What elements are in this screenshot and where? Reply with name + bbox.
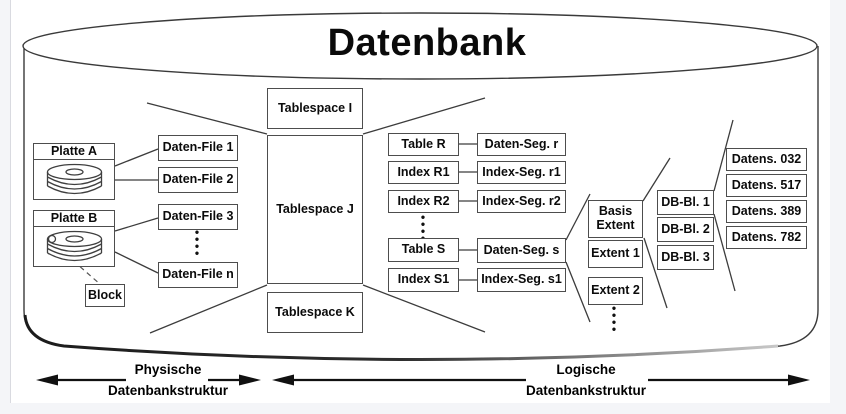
connector-line <box>114 148 159 167</box>
connector-lines <box>114 97 736 334</box>
arrow-head-left <box>272 374 294 386</box>
arrow-head-right <box>788 374 810 386</box>
extent-box: Extent 1 <box>588 240 643 268</box>
fan-line <box>362 284 486 333</box>
table-object-box: Index S1 <box>388 268 459 292</box>
daten-file-box: Daten-File 1 <box>158 135 238 161</box>
logical-structure-label-line1: Logische <box>556 362 616 377</box>
tablespace-k-box: Tablespace K <box>267 292 363 333</box>
extent-box: Extent 2 <box>588 277 643 305</box>
table-object-box: Index R2 <box>388 190 459 213</box>
db-block-box: DB-Bl. 2 <box>657 217 714 242</box>
logical-structure-label-line2: Datenbankstruktur <box>525 383 647 398</box>
basis-extent-box: Basis Extent <box>588 200 643 238</box>
fan-line <box>362 97 486 135</box>
daten-file-box: Daten-File 2 <box>158 167 238 193</box>
segment-box: Daten-Seg. s <box>477 238 566 263</box>
segment-box: Index-Seg. r2 <box>477 190 566 213</box>
physical-range-arrow <box>36 374 261 386</box>
physical-structure-label-line1: Physische <box>134 362 202 377</box>
record-box: Datens. 782 <box>726 226 807 249</box>
connector-line <box>114 217 159 232</box>
fan-line <box>713 119 734 192</box>
fan-line <box>642 157 671 202</box>
physical-structure-label-line2: Datenbankstruktur <box>107 383 229 398</box>
record-box: Datens. 389 <box>726 200 807 223</box>
fan-line <box>713 213 736 292</box>
segment-box: Index-Seg. s1 <box>477 268 566 292</box>
segment-box: Index-Seg. r1 <box>477 161 566 184</box>
table-object-box: Index R1 <box>388 161 459 184</box>
ellipsis-extents: • • • • <box>611 301 617 336</box>
database-cylinder-shape <box>22 12 819 361</box>
fan-line <box>643 237 668 309</box>
arrow-head-right <box>239 374 261 386</box>
disk-icon <box>46 230 102 262</box>
diagram-title: Datenbank <box>327 22 527 64</box>
disk-platte-b-box: Platte B <box>33 210 115 267</box>
tablespace-j-box: Tablespace J <box>267 135 363 284</box>
arrow-head-left <box>36 374 58 386</box>
daten-file-box: Daten-File 3 <box>158 204 238 230</box>
segment-box: Daten-Seg. r <box>477 133 566 156</box>
connector-line <box>114 251 159 274</box>
fan-line <box>565 193 591 241</box>
fan-line <box>146 102 268 135</box>
db-block-box: DB-Bl. 1 <box>657 190 714 215</box>
fan-line <box>149 284 268 334</box>
table-object-box: Table S <box>388 238 459 262</box>
table-object-box: Table R <box>388 133 459 156</box>
ellipsis-files: • • • • <box>194 225 200 260</box>
block-box: Block <box>85 284 125 307</box>
logical-range-arrow <box>272 374 810 386</box>
tablespace-i-box: Tablespace I <box>267 88 363 129</box>
record-box: Datens. 032 <box>726 148 807 171</box>
record-box: Datens. 517 <box>726 174 807 197</box>
fan-line <box>565 261 591 323</box>
disk-icon <box>46 163 102 195</box>
db-block-box: DB-Bl. 3 <box>657 245 714 270</box>
daten-file-box: Daten-File n <box>158 262 238 288</box>
disk-platte-b-label: Platte B <box>34 211 114 227</box>
disk-platte-a-label: Platte A <box>34 144 114 160</box>
disk-platte-a-box: Platte A <box>33 143 115 200</box>
block-marker-icon <box>47 234 56 244</box>
